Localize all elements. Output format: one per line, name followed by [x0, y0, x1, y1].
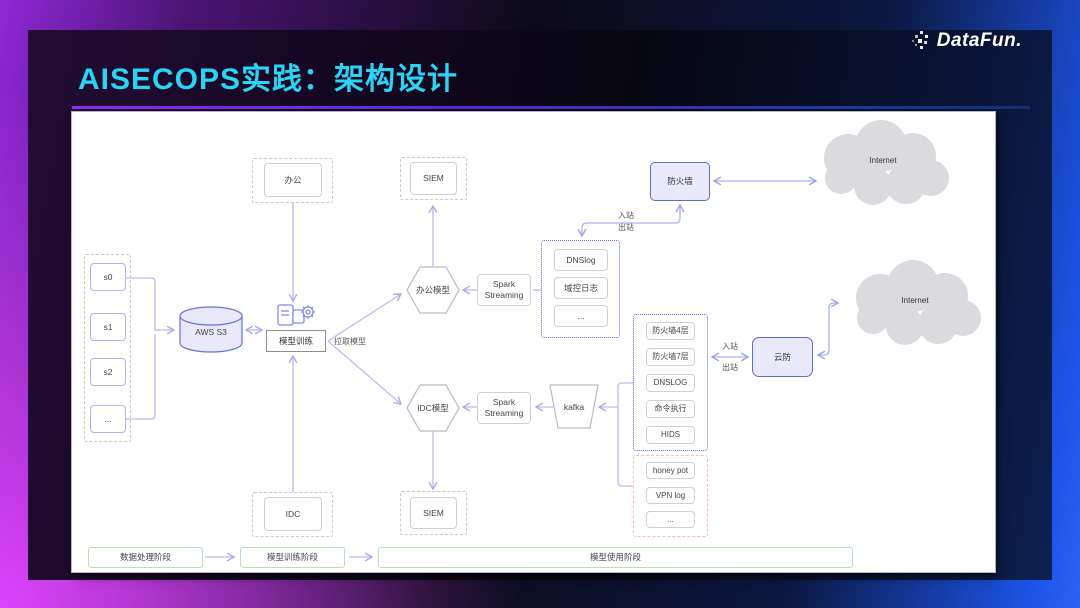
diagram-connectors — [126, 120, 981, 562]
source-s1-box: s1 — [90, 313, 126, 341]
office-box: 办公 — [264, 163, 322, 197]
hids-box: HIDS — [646, 426, 695, 444]
honeypot-more-box: ... — [646, 511, 695, 528]
kafka-label: kafka — [563, 401, 585, 412]
firewall-l7-box: 防火墙7层 — [646, 348, 695, 366]
office-logs-more-box: ... — [554, 305, 608, 327]
sources-container — [84, 254, 131, 442]
spark-streaming-bottom-box: Spark Streaming — [477, 392, 531, 424]
firewall-l4-box: 防火墙4层 — [646, 322, 695, 340]
inbound-label-top: 入站 — [618, 211, 634, 220]
datafun-logo: DataFun. — [910, 30, 1022, 52]
stage-data-processing: 数据处理阶段 — [88, 547, 203, 568]
source-s0-box: s0 — [90, 263, 126, 291]
office-container — [252, 158, 333, 203]
siem-top-container — [400, 157, 467, 200]
domain-control-log-box: 域控日志 — [554, 277, 608, 299]
pull-model-label: 拉取模型 — [334, 337, 366, 346]
siem-bottom-box: SIEM — [410, 497, 457, 529]
siem-top-box: SIEM — [410, 162, 457, 195]
outbound-label-top: 出站 — [618, 223, 634, 232]
office-model-hexagon — [406, 266, 460, 314]
honeypot-box: honey pot — [646, 462, 695, 479]
idc-box: IDC — [264, 497, 322, 531]
idc-logs-container — [633, 314, 708, 451]
datafun-logo-text: DataFun. — [936, 30, 1022, 51]
spark-streaming-top-box: Spark Streaming — [477, 274, 531, 306]
idc-container — [252, 492, 333, 537]
title-underline — [72, 106, 1030, 109]
idc-model-label: IDC模型 — [417, 403, 449, 413]
stage-model-training: 模型训练阶段 — [240, 547, 345, 568]
internet-top-label: Internet — [869, 156, 897, 165]
datafun-logo-icon — [911, 31, 928, 49]
office-model-label: 办公模型 — [415, 285, 450, 295]
kafka-trapezoid — [549, 384, 599, 429]
source-s2-box: s2 — [90, 358, 126, 386]
source-more-box: ... — [90, 405, 126, 433]
aws-s3-label: AWS S3 — [195, 327, 227, 337]
model-training-box: 模型训练 — [266, 330, 326, 352]
command-exec-box: 命令执行 — [646, 400, 695, 418]
honeypot-logs-container — [633, 455, 708, 537]
office-logs-container — [541, 240, 620, 338]
firewall-box: 防火墙 — [650, 162, 710, 201]
outbound-label-right: 出站 — [722, 363, 738, 372]
inbound-label-right: 入站 — [722, 342, 738, 351]
architecture-diagram: s0 s1 s2 ... AWS S3 模型训练 拉取模型 办公 IDC SIE… — [72, 112, 995, 572]
internet-bottom-label: Internet — [901, 296, 929, 305]
model-training-icon — [277, 304, 315, 326]
slide-panel: DataFun. AISECOPS实践：架构设计 — [28, 30, 1052, 580]
dnslog-box: DNSlog — [554, 249, 608, 271]
stage-model-usage: 模型使用阶段 — [378, 547, 853, 568]
dnslog-caps-box: DNSLOG — [646, 374, 695, 392]
idc-model-hexagon — [406, 384, 460, 432]
aws-s3-cylinder — [179, 306, 243, 353]
siem-bottom-container — [400, 491, 467, 535]
page-title: AISECOPS实践：架构设计 — [78, 63, 459, 96]
cloud-defense-box: 云防 — [752, 337, 813, 377]
vpn-log-box: VPN log — [646, 487, 695, 504]
